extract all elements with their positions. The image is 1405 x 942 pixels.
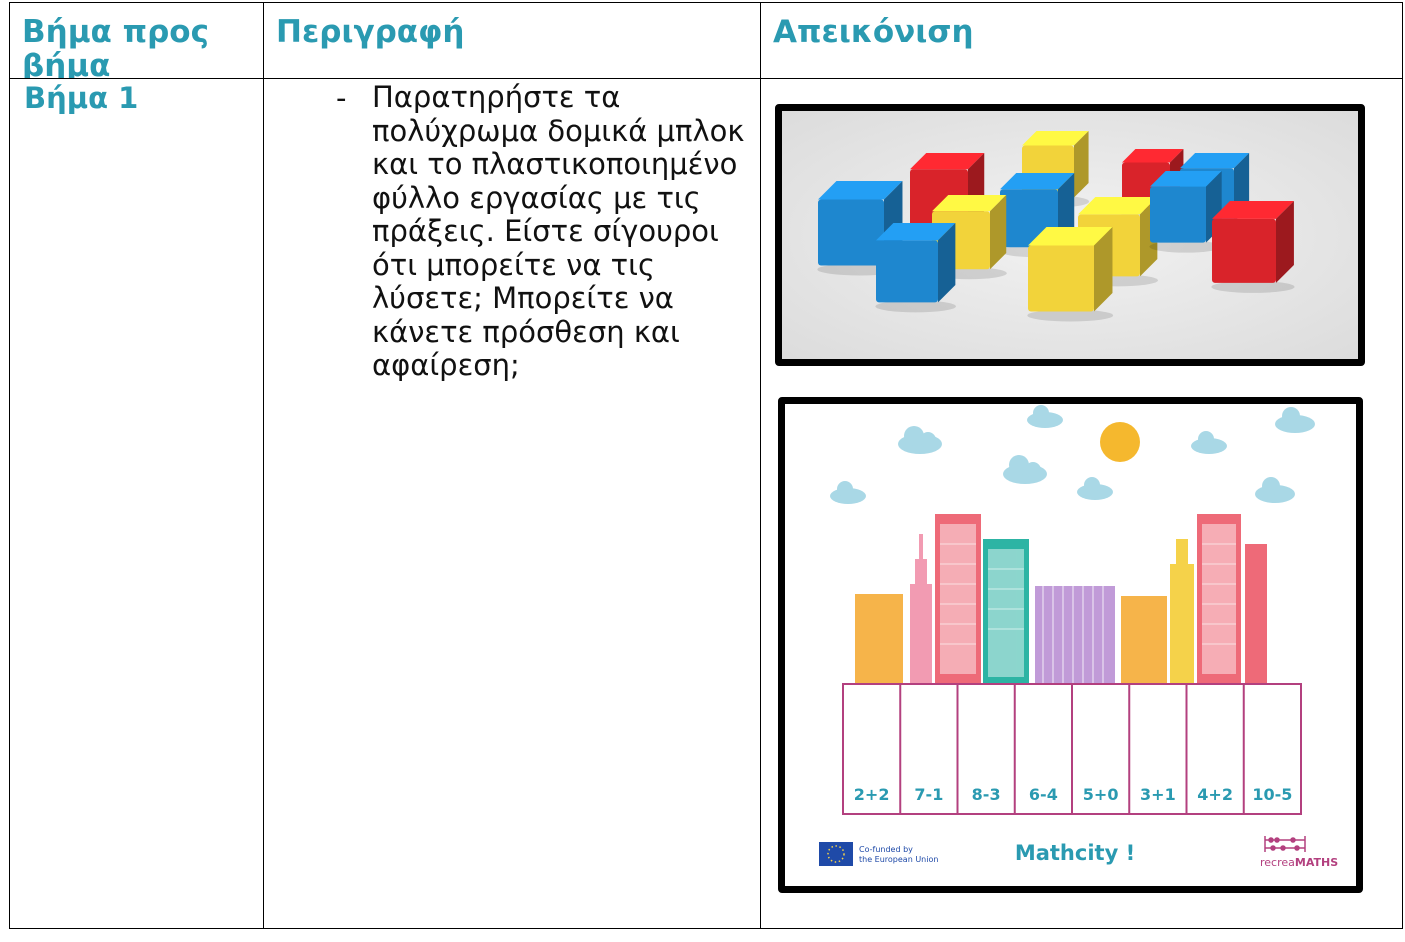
header-cell-illustration: Απεικόνιση bbox=[760, 2, 1403, 79]
step-row: Βήμα 1 - Παρατηρήστε τα πολύχρωμα δομικά… bbox=[9, 78, 1403, 929]
mathcity-worksheet-image: 2+2 7-1 8-3 6-4 5+0 3+1 4+2 10-5 Co-funded by t… bbox=[778, 397, 1363, 893]
eu-text-2: the European Union bbox=[859, 855, 938, 864]
header-step: Βήμα προς βήμα bbox=[22, 14, 209, 78]
header-cell-step: Βήμα προς βήμα bbox=[9, 2, 264, 79]
block-cube bbox=[875, 223, 956, 313]
sum-label: 2+2 bbox=[854, 785, 890, 804]
block-cube bbox=[1149, 171, 1223, 253]
eu-text-1: Co-funded by bbox=[859, 845, 913, 854]
step-label: Βήμα 1 bbox=[24, 81, 139, 115]
sum-label: 7-1 bbox=[914, 785, 943, 804]
header-illustration: Απεικόνιση bbox=[773, 14, 974, 50]
worksheet-title: Mathcity ! bbox=[1015, 841, 1135, 865]
brand-logo-text: recreaMATHS bbox=[1260, 856, 1338, 869]
header-cell-description: Περιγραφή bbox=[263, 2, 761, 79]
step-cell: Βήμα 1 bbox=[9, 78, 264, 929]
header-description: Περιγραφή bbox=[276, 14, 465, 50]
sum-label: 10-5 bbox=[1252, 785, 1292, 804]
sum-label: 4+2 bbox=[1197, 785, 1233, 804]
sum-label: 8-3 bbox=[972, 785, 1001, 804]
sum-label: 3+1 bbox=[1140, 785, 1176, 804]
steps-table: Βήμα προς βήμα Περιγραφή Απεικόνιση Βήμα… bbox=[9, 2, 1403, 929]
blocks-image bbox=[775, 104, 1365, 366]
abacus-logo-icon bbox=[1264, 836, 1306, 852]
description-cell: - Παρατηρήστε τα πολύχρωμα δομικά μπλοκ … bbox=[263, 78, 761, 929]
sun-icon bbox=[1100, 422, 1140, 462]
mathcity-illustration: 2+2 7-1 8-3 6-4 5+0 3+1 4+2 10-5 Co-funded by t… bbox=[785, 404, 1356, 886]
blocks-illustration bbox=[782, 111, 1358, 359]
eu-flag-icon bbox=[819, 842, 853, 866]
clouds bbox=[830, 405, 1315, 504]
block-cube bbox=[1211, 201, 1295, 293]
sum-label: 5+0 bbox=[1083, 785, 1119, 804]
description-text: Παρατηρήστε τα πολύχρωμα δομικά μπλοκ κα… bbox=[372, 80, 745, 382]
bullet-dash: - bbox=[336, 81, 347, 115]
sum-label: 6-4 bbox=[1029, 785, 1058, 804]
block-cube bbox=[1027, 227, 1114, 322]
header-row: Βήμα προς βήμα Περιγραφή Απεικόνιση bbox=[9, 2, 1403, 79]
illustration-cell: 2+2 7-1 8-3 6-4 5+0 3+1 4+2 10-5 Co-funded by t… bbox=[760, 78, 1403, 929]
city-buildings bbox=[855, 514, 1267, 684]
